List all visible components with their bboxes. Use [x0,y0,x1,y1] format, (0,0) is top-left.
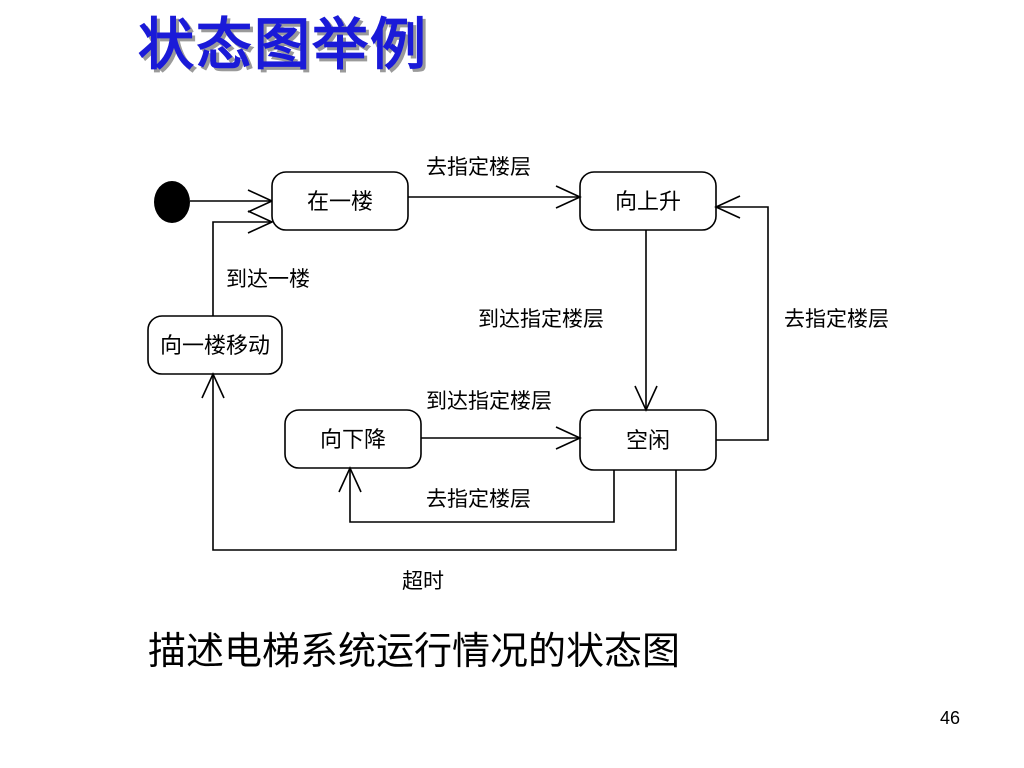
state-idle: 空闲 [579,409,717,471]
transition-up-to-idle-label: 到达指定楼层 [478,307,604,331]
transition-idle-timeout [201,372,677,551]
transition-down-to-idle [421,426,582,450]
transition-moving-first-to-first [212,210,274,316]
transition-first-to-up [408,185,582,209]
page-number: 46 [940,708,961,728]
transition-idle-timeout-label: 超时 [402,569,444,593]
state-moving-down: 向下降 [284,409,422,469]
transition-down-to-idle-label: 到达指定楼层 [426,389,552,413]
state-first-floor: 在一楼 [271,171,409,231]
transition-first-to-up-label: 去指定楼层 [426,155,531,179]
transition-idle-to-down-label: 去指定楼层 [426,487,531,511]
transition-idle-to-down [338,466,615,523]
state-moving-up: 向上升 [579,171,717,231]
state-first-floor-label: 在一楼 [307,190,373,215]
slide-caption: 描述电梯系统运行情况的状态图 [148,629,681,673]
transition-idle-to-up-label: 去指定楼层 [784,307,889,331]
state-moving-up-label: 向上升 [615,190,681,215]
state-idle-label: 空闲 [626,429,670,454]
initial-state-dot [154,181,190,223]
state-moving-to-first-label: 向一楼移动 [160,334,270,359]
slide-title: 状态图举例 [138,13,428,78]
transition-idle-to-up [714,195,769,441]
state-moving-down-label: 向下降 [320,428,386,453]
transition-moving-first-to-first-label: 到达一楼 [226,267,310,291]
transition-initial-to-first-floor [190,189,274,213]
transition-up-to-idle [634,230,658,412]
state-moving-to-first: 向一楼移动 [147,315,283,375]
